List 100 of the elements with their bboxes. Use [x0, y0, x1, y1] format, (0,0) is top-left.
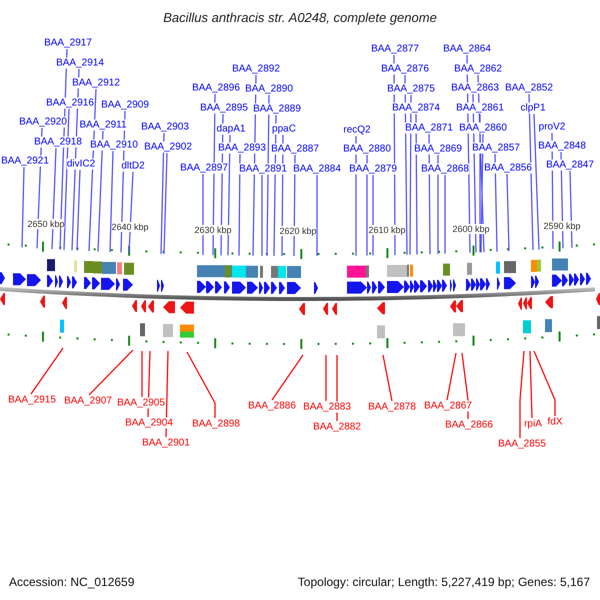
gene-label: BAA_2916: [46, 98, 94, 108]
leader-line: [444, 175, 446, 254]
leader-line: [97, 130, 104, 252]
gene-label: rpiA: [524, 418, 542, 430]
gene-label: BAA_2883: [303, 402, 351, 412]
leader-line: [569, 170, 573, 248]
gene-label: BAA_2875: [387, 84, 435, 94]
gene-label: recQ2: [343, 124, 371, 136]
gene-label: BAA_2901: [142, 438, 190, 448]
gene-label: BAA_2878: [368, 402, 416, 412]
gene-label: BAA_2892: [232, 64, 280, 74]
leader-line: [109, 150, 114, 252]
accession-label: Accession: NC_012659: [9, 575, 134, 589]
gene-label: BAA_2902: [144, 142, 192, 152]
leader-line: [506, 174, 510, 252]
gene-label: BAA_2917: [44, 38, 92, 48]
leader-line: [409, 95, 412, 255]
leader-line: [30, 348, 64, 394]
leader-line: [165, 350, 169, 438]
gene-label: BAA_2884: [293, 164, 341, 174]
scale-label: 2610 kbp: [368, 225, 406, 235]
leader-line: [88, 350, 134, 396]
leader-line: [382, 354, 393, 402]
scale-label: 2630 kbp: [194, 225, 232, 235]
gene-label: clpP1: [520, 102, 546, 114]
scale-label: 2590 kbp: [543, 221, 581, 231]
leader-line: [261, 175, 263, 256]
gene-label: BAA_2898: [192, 418, 240, 430]
gene-label: BAA_2911: [79, 120, 127, 130]
gene-label: BAA_2887: [271, 144, 319, 154]
gene-label: BAA_2920: [19, 116, 67, 128]
gene-label: BAA_2918: [34, 136, 82, 148]
gene-label: BAA_2868: [421, 164, 469, 174]
leader-line: [76, 170, 81, 250]
scale-label: 2650 kbp: [27, 219, 65, 229]
gene-label: BAA_2879: [349, 164, 397, 174]
leader-line: [316, 175, 318, 256]
leader-line: [494, 154, 498, 252]
leader-line: [272, 354, 304, 400]
leader-line: [446, 352, 457, 400]
leader-line: [238, 154, 241, 256]
leader-line: [325, 355, 327, 401]
leader-line: [202, 174, 204, 255]
gene-label: BAA_2847: [546, 160, 594, 170]
gene-label: BAA_2882: [313, 422, 361, 432]
gene-label: ppaC: [272, 124, 296, 134]
leader-line: [533, 114, 540, 250]
gene-label: BAA_2867: [424, 400, 472, 412]
gene-label: BAA_2880: [343, 144, 391, 154]
gene-label: BAA_2914: [56, 58, 104, 68]
gene-label: BAA_2860: [459, 122, 507, 134]
gene-label: BAA_2905: [117, 398, 165, 408]
gene-label: BAA_2866: [445, 420, 493, 430]
gene-label: BAA_2874: [392, 102, 440, 114]
leader-line: [372, 175, 374, 256]
scale-label: 2620 kbp: [279, 226, 317, 236]
leader-line: [160, 132, 165, 254]
gene-label: proV2: [538, 122, 566, 132]
gene-label: BAA_2895: [200, 102, 248, 114]
gene-label: BAA_2855: [498, 438, 546, 450]
leader-line: [21, 166, 25, 248]
leader-line: [528, 94, 534, 250]
gene-label: BAA_2869: [414, 144, 462, 154]
leader-line: [533, 350, 556, 416]
leader-line: [437, 155, 439, 254]
gene-label: BAA_2852: [505, 82, 553, 94]
gene-label: BAA_2891: [239, 164, 287, 174]
gene-label: BAA_2904: [125, 418, 173, 428]
gene-label: BAA_2912: [72, 78, 120, 88]
leader-line: [366, 155, 368, 256]
gene-label: dapA1: [216, 124, 246, 134]
gene-label: BAA_2910: [90, 140, 138, 150]
leader-line: [266, 95, 270, 256]
gene-label: BAA_2890: [245, 84, 293, 94]
gene-label: BAA_2848: [538, 140, 586, 152]
gene-label: BAA_2856: [484, 162, 532, 174]
leader-line: [186, 352, 216, 418]
scale-label: 2600 kbp: [452, 224, 490, 234]
leader-line: [163, 152, 168, 254]
gene-label: BAA_2863: [451, 82, 499, 94]
scale-label: 2640 kbp: [111, 222, 149, 232]
diagram-title: Bacillus anthracis str. A0248, complete genome: [163, 10, 437, 25]
gene-label: BAA_2907: [64, 396, 112, 406]
gene-label: BAA_2864: [443, 44, 491, 54]
gene-label: BAA_2889: [253, 104, 301, 114]
leader-line: [51, 148, 57, 250]
gene-label: BAA_2861: [456, 102, 504, 114]
gene-label: BAA_2876: [381, 64, 429, 74]
gene-label: BAA_2877: [371, 44, 419, 54]
gene-label: BAA_2909: [101, 100, 149, 110]
gene-label: BAA_2857: [472, 142, 520, 154]
genome-summary-label: Topology: circular; Length: 5,227,419 bp; Genes: 5,167: [298, 575, 590, 589]
gene-label: BAA_2862: [454, 64, 502, 74]
gene-label: BAA_2915: [8, 394, 56, 406]
leader-line: [519, 350, 525, 438]
gene-label: fdX: [548, 416, 562, 428]
gene-label: BAA_2893: [218, 142, 266, 154]
gene-label: divIC2: [66, 158, 96, 170]
gene-label: BAA_2903: [141, 122, 189, 132]
gene-label: BAA_2896: [192, 82, 240, 94]
